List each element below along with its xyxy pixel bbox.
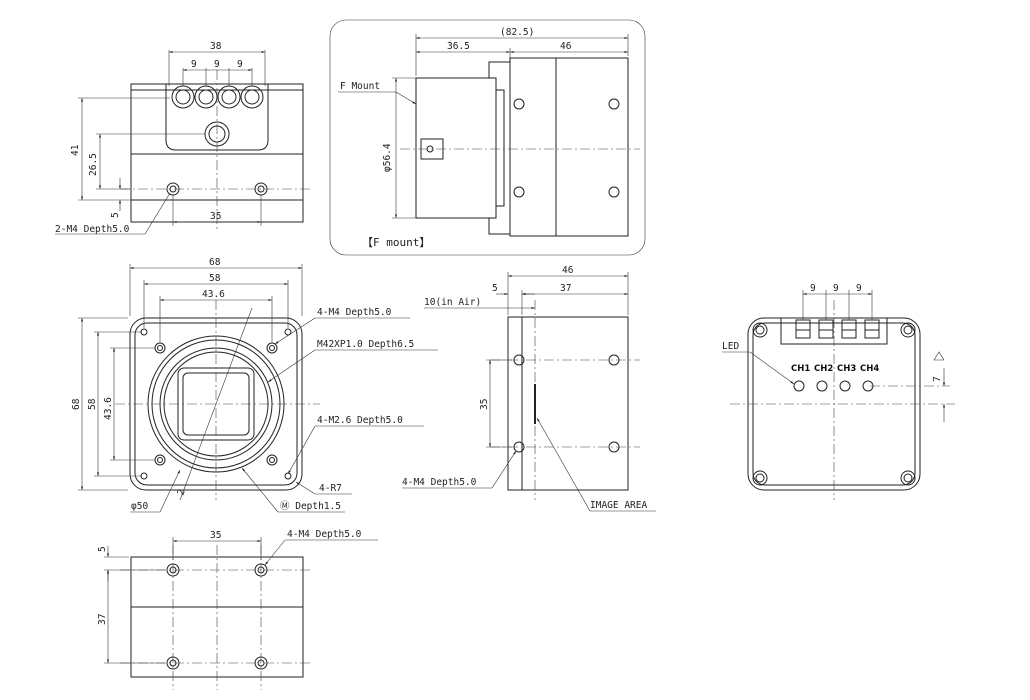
led-indicator [839, 380, 851, 392]
callout-image-area: IMAGE AREA [590, 500, 647, 511]
led-indicator [793, 380, 805, 392]
callout-m26: 4-M2.6 Depth5.0 [317, 415, 403, 426]
callout-m4: 4-M4 Depth5.0 [317, 307, 392, 318]
dim-436-h: 43.6 [202, 289, 225, 300]
side-view: 46 5 37 10(in Air) 35 4-M4 Depth5.0 IMAG… [402, 265, 656, 512]
dim-5: 5 [97, 546, 108, 552]
callout-holes: 2-M4 Depth5.0 [55, 224, 130, 235]
top-view: 38 9 9 9 41 26.5 5 35 2-M4 Depth5.0 [55, 41, 310, 235]
callout-2: 2 [175, 488, 187, 497]
dim-width: 38 [210, 41, 222, 52]
dim-height: 41 [70, 144, 81, 156]
dim-pitch: 9 [214, 59, 220, 70]
dim-35: 35 [210, 530, 221, 541]
fmount-caption: 【F mount】 [362, 236, 430, 249]
dim-7: 7 [932, 376, 943, 382]
mount-hole [154, 342, 166, 354]
connector-ports [171, 85, 264, 109]
dim-46: 46 [562, 265, 574, 276]
dim-diameter: φ56.4 [382, 143, 393, 172]
callout-m4: 4-M4 Depth5.0 [287, 529, 362, 540]
fmount-view: (82.5) 36.5 46 φ56.4 F Mount 【F mount】 [329, 19, 646, 256]
dim-35: 35 [479, 399, 490, 410]
dim-10-air: 10(in Air) [424, 297, 481, 308]
side-body [507, 316, 629, 491]
mount-hole [266, 454, 278, 466]
fmount-frame [329, 19, 646, 256]
callout-r7: 4-R7 [319, 483, 342, 494]
dim-68-h: 68 [209, 257, 221, 268]
dim-pitch: 9 [191, 59, 197, 70]
fmount-body [509, 57, 629, 237]
dim-5: 5 [492, 283, 498, 294]
revision-triangle-icon [933, 351, 945, 361]
dim-pitch: 9 [833, 283, 839, 294]
callout-m42: M42XP1.0 Depth6.5 [317, 339, 414, 350]
dim-body: 46 [560, 41, 572, 52]
dim-58-h: 58 [209, 273, 221, 284]
callout-phi50: φ50 [131, 501, 148, 512]
callout-m4: 4-M4 Depth5.0 [402, 477, 477, 488]
dim-68-v: 68 [71, 398, 82, 410]
dim-pitch: 9 [810, 283, 816, 294]
label-mount: F Mount [340, 81, 380, 92]
dim-37: 37 [560, 283, 571, 294]
dim-pitch: 9 [856, 283, 862, 294]
dim-436-v: 43.6 [103, 397, 114, 420]
callout-depth: Ⓜ Depth1.5 [280, 501, 341, 512]
dim-58-v: 58 [87, 398, 98, 410]
front-view: 68 58 43.6 68 58 43.6 4-M4 Depth5.0 M42X… [71, 257, 438, 513]
bottom-view: 35 5 37 4-M4 Depth5.0 [97, 529, 378, 690]
dim-37: 37 [97, 614, 108, 625]
label-ch3: CH3 [837, 364, 856, 374]
mount-hole [154, 454, 166, 466]
dim-holes: 35 [210, 211, 221, 222]
dim-total: (82.5) [500, 27, 534, 38]
label-ch2: CH2 [814, 364, 833, 374]
dim-offset: 5 [110, 212, 121, 218]
dim-mount: 36.5 [447, 41, 470, 52]
rear-view: CH1 CH2 CH3 CH4 9 9 9 LED 7 [722, 283, 955, 500]
dim-connector: 26.5 [88, 153, 99, 176]
label-ch4: CH4 [860, 364, 879, 374]
mount-hole [266, 342, 278, 354]
label-ch1: CH1 [791, 364, 810, 374]
led-indicator [816, 380, 828, 392]
label-led: LED [722, 341, 739, 352]
dim-pitch: 9 [237, 59, 243, 70]
fmount-adapter [415, 77, 497, 219]
